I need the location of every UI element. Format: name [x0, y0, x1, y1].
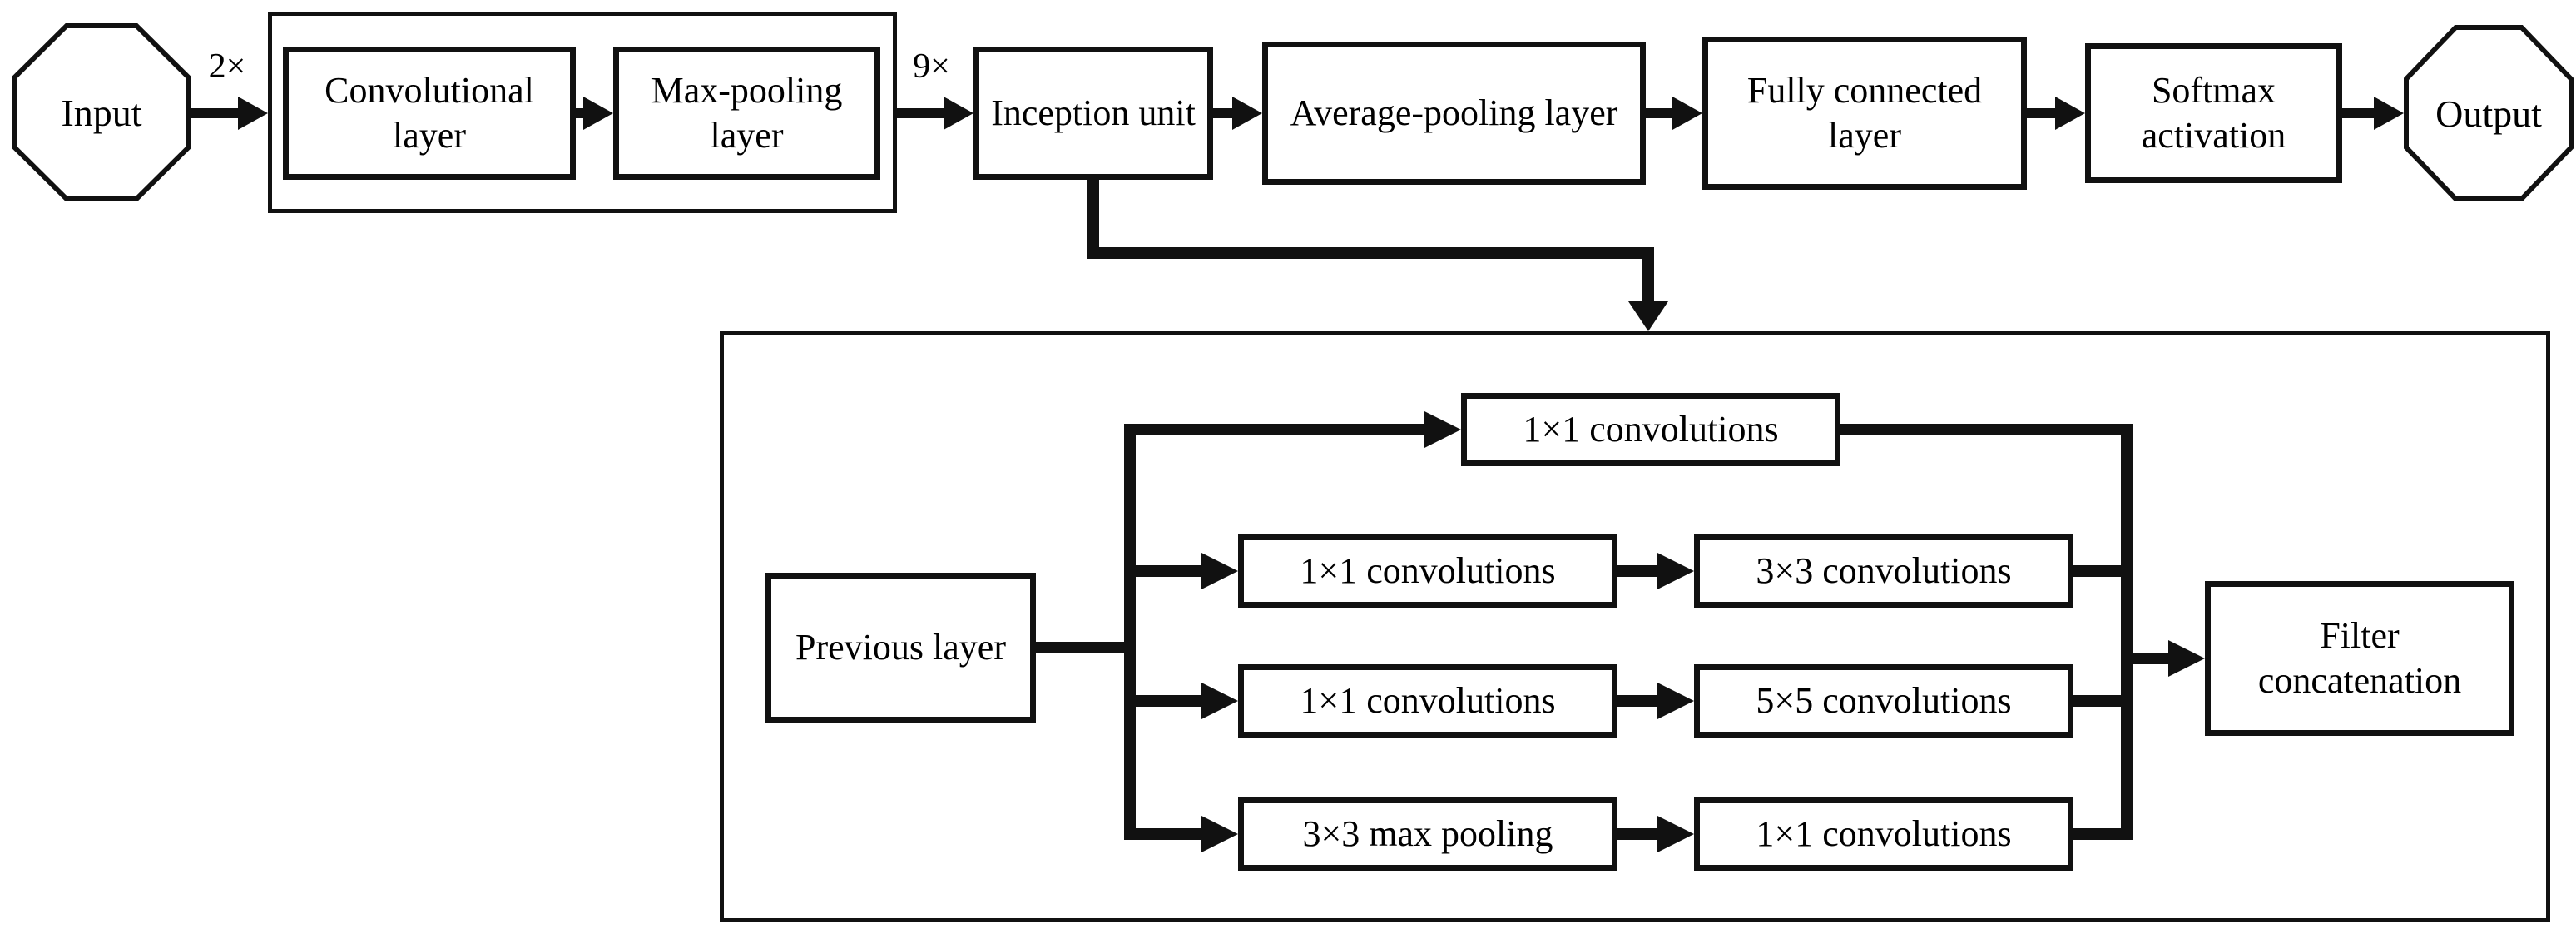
branch1-arrow-shaft [1136, 424, 1424, 435]
previous-layer-box: Previous layer [765, 573, 1036, 723]
branch3-conv1x1-label: 1×1 convolutions [1300, 680, 1556, 722]
arrow-avgpool-to-fc-head [1672, 97, 1702, 130]
softmax-activation-label: Softmax activation [2141, 70, 2286, 156]
inception-detail-connector-vertical2 [1642, 247, 1654, 304]
input-label: Input [17, 28, 186, 196]
branch3-mid-arrow-head [1657, 683, 1694, 719]
output-label: Output [2409, 30, 2569, 196]
arrow-softmax-to-output-head [2374, 97, 2404, 130]
max-pooling-layer-label: Max-pooling layer [651, 70, 843, 156]
branch4-arrow-head [1201, 816, 1238, 852]
arrow-conv-to-maxpool-shaft [576, 108, 583, 118]
branch3-conv1x1-box: 1×1 convolutions [1238, 664, 1617, 738]
conv-layer-label: Convolutional layer [324, 70, 534, 156]
branch1-merge-line [1840, 424, 2133, 435]
branch3-merge-line [2073, 695, 2133, 707]
branch3-arrow-head [1201, 683, 1238, 719]
branch2-conv1x1-label: 1×1 convolutions [1300, 550, 1556, 592]
filter-concatenation-label: Filter concatenation [2257, 615, 2462, 701]
max-pooling-layer-box: Max-pooling layer [613, 47, 880, 180]
arrow-input-to-group-head [238, 97, 268, 130]
arrow-softmax-to-output-shaft [2342, 108, 2374, 118]
branch2-merge-line [2073, 565, 2133, 577]
arrow-group-to-inception-shaft [897, 108, 944, 118]
output-node: Output [2404, 25, 2574, 201]
left-branch-trunk [1124, 424, 1136, 840]
inception-unit-label: Inception unit [991, 92, 1196, 134]
branch3-conv5x5-box: 5×5 convolutions [1694, 664, 2073, 738]
branch2-arrow-shaft [1136, 565, 1201, 577]
average-pooling-layer-label: Average-pooling layer [1290, 92, 1618, 134]
multiplier-2x-label: 2× [208, 47, 246, 86]
branch4-mid-arrow-head [1657, 816, 1694, 852]
arrow-inception-to-avgpool-shaft [1213, 108, 1232, 118]
branch3-conv5x5-label: 5×5 convolutions [1756, 680, 2012, 722]
branch2-conv3x3-box: 3×3 convolutions [1694, 534, 2073, 608]
branch3-arrow-shaft [1136, 695, 1201, 707]
previous-layer-label: Previous layer [795, 627, 1006, 668]
input-node: Input [12, 23, 191, 201]
branch4-maxpool3x3-box: 3×3 max pooling [1238, 797, 1617, 871]
fully-connected-layer-label: Fully connected layer [1746, 70, 1983, 156]
right-merge-trunk [2121, 424, 2133, 840]
branch2-mid-arrow-shaft [1617, 565, 1657, 577]
branch1-conv1x1-box: 1×1 convolutions [1461, 393, 1840, 466]
arrow-inception-to-avgpool-head [1232, 97, 1262, 130]
branch3-mid-arrow-shaft [1617, 695, 1657, 707]
branch4-merge-line [2073, 828, 2133, 840]
filter-concatenation-box: Filter concatenation [2205, 581, 2514, 736]
branch2-conv3x3-label: 3×3 convolutions [1756, 550, 2012, 592]
inception-detail-connector-horizontal [1087, 247, 1654, 259]
arrow-fc-to-softmax-head [2055, 97, 2085, 130]
branch4-conv1x1-label: 1×1 convolutions [1756, 813, 2012, 855]
branch4-mid-arrow-shaft [1617, 828, 1657, 840]
inception-detail-connector-head [1628, 301, 1668, 331]
inception-unit-box: Inception unit [973, 47, 1213, 180]
branch1-conv1x1-label: 1×1 convolutions [1523, 409, 1779, 450]
arrow-conv-to-maxpool-head [583, 97, 613, 130]
multiplier-9x-label: 9× [913, 47, 950, 86]
arrow-avgpool-to-fc-shaft [1646, 108, 1672, 118]
concat-arrow-shaft [2133, 653, 2168, 664]
branch2-mid-arrow-head [1657, 553, 1694, 589]
arrow-group-to-inception-head [944, 97, 973, 130]
branch2-conv1x1-box: 1×1 convolutions [1238, 534, 1617, 608]
softmax-activation-box: Softmax activation [2085, 43, 2342, 183]
branch4-conv1x1-box: 1×1 convolutions [1694, 797, 2073, 871]
average-pooling-layer-box: Average-pooling layer [1262, 42, 1646, 185]
arrow-input-to-group-shaft [191, 108, 238, 118]
branch4-arrow-shaft [1136, 828, 1201, 840]
inception-detail-connector-vertical1 [1087, 180, 1099, 259]
previous-to-trunk-line [1036, 642, 1136, 653]
arrow-fc-to-softmax-shaft [2027, 108, 2055, 118]
fully-connected-layer-box: Fully connected layer [1702, 37, 2027, 190]
branch4-maxpool3x3-label: 3×3 max pooling [1302, 813, 1553, 855]
branch2-arrow-head [1201, 553, 1238, 589]
concat-arrow-head [2168, 640, 2205, 677]
conv-layer-box: Convolutional layer [283, 47, 576, 180]
branch1-arrow-head [1424, 411, 1461, 448]
